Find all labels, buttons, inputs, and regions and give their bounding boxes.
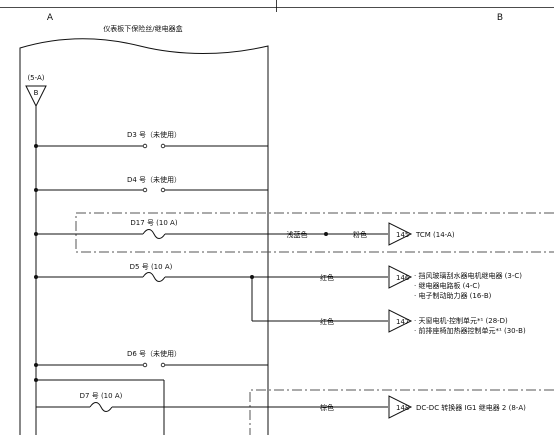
terminal-147-dest-2: · 前排座椅加热器控制单元*¹ (30-B) — [414, 326, 526, 335]
terminal-146-dest-2: · 继电器电路板 (4-C) — [414, 281, 480, 290]
d7-dashed-region — [249, 389, 554, 435]
fuse-d17-symbol — [142, 229, 166, 239]
wire-color-light-blue: 浅蓝色 — [287, 230, 308, 239]
bus-junction — [34, 188, 38, 192]
terminal-147-dest-1: · 天窗电机-控制单元*¹ (28-D) — [414, 316, 508, 325]
bus-junction — [34, 232, 38, 236]
bus-junction — [34, 363, 38, 367]
column-label-b: B — [497, 13, 503, 23]
fuse-d4-label: D4 号（未使用） — [127, 175, 181, 184]
terminal-147-number: 147 — [396, 318, 409, 326]
bus-junction — [34, 275, 38, 279]
fuse-d4-contact-left — [142, 187, 148, 193]
fuse-d6-contact-left — [142, 362, 148, 368]
fuse-d6-label: D6 号（未使用） — [127, 349, 181, 358]
fuse-d4-contact-right — [160, 187, 166, 193]
terminal-145-dest: TCM (14-A) — [415, 231, 455, 239]
wire-color-pink: 粉色 — [353, 230, 367, 239]
bus-junction — [34, 378, 38, 382]
terminal-146-dest-3: · 电子制动助力器 (16-B) — [414, 291, 492, 300]
terminal-145-triangle — [388, 222, 413, 246]
terminal-145-number: 145 — [396, 231, 409, 239]
terminal-146-triangle — [388, 265, 413, 289]
splice-point — [324, 232, 328, 236]
fuse-d5-symbol — [142, 272, 166, 282]
terminal-148-dest: DC-DC 转换器 IG1 继电器 2 (8-A) — [416, 403, 526, 412]
source-connector-label: B — [34, 89, 39, 97]
bus-junction — [34, 144, 38, 148]
fuse-d3-contact-left — [142, 143, 148, 149]
fuse-d7-symbol — [89, 402, 113, 412]
terminal-148-number: 148 — [396, 404, 409, 412]
fuse-box-outline — [19, 38, 269, 435]
terminal-148-triangle — [388, 395, 413, 419]
fuse-d5-label: D5 号 (10 A) — [130, 263, 173, 271]
terminal-147-triangle — [388, 309, 413, 333]
wire-color-red-1: 红色 — [320, 273, 334, 282]
fuse-d3-contact-right — [160, 143, 166, 149]
wire-color-brown: 棕色 — [320, 403, 334, 412]
terminal-146-number: 146 — [396, 274, 410, 282]
d17-dashed-region — [75, 212, 554, 253]
fuse-box-title: 仪表板下保险丝/继电器盒 — [103, 24, 182, 33]
fuse-d17-label: D17 号 (10 A) — [130, 219, 177, 227]
column-label-a: A — [47, 13, 54, 23]
terminal-146-dest-1: · 挡风玻璃刮水器电机继电器 (3-C) — [414, 271, 522, 280]
wire-color-red-2: 红色 — [320, 317, 334, 326]
fuse-d6-contact-right — [160, 362, 166, 368]
fuse-d7-label: D7 号 (10 A) — [80, 392, 123, 400]
source-connector-triangle — [25, 85, 47, 108]
fuse-d3-label: D3 号（未使用） — [127, 130, 181, 139]
source-ref: (5-A) — [27, 74, 44, 82]
